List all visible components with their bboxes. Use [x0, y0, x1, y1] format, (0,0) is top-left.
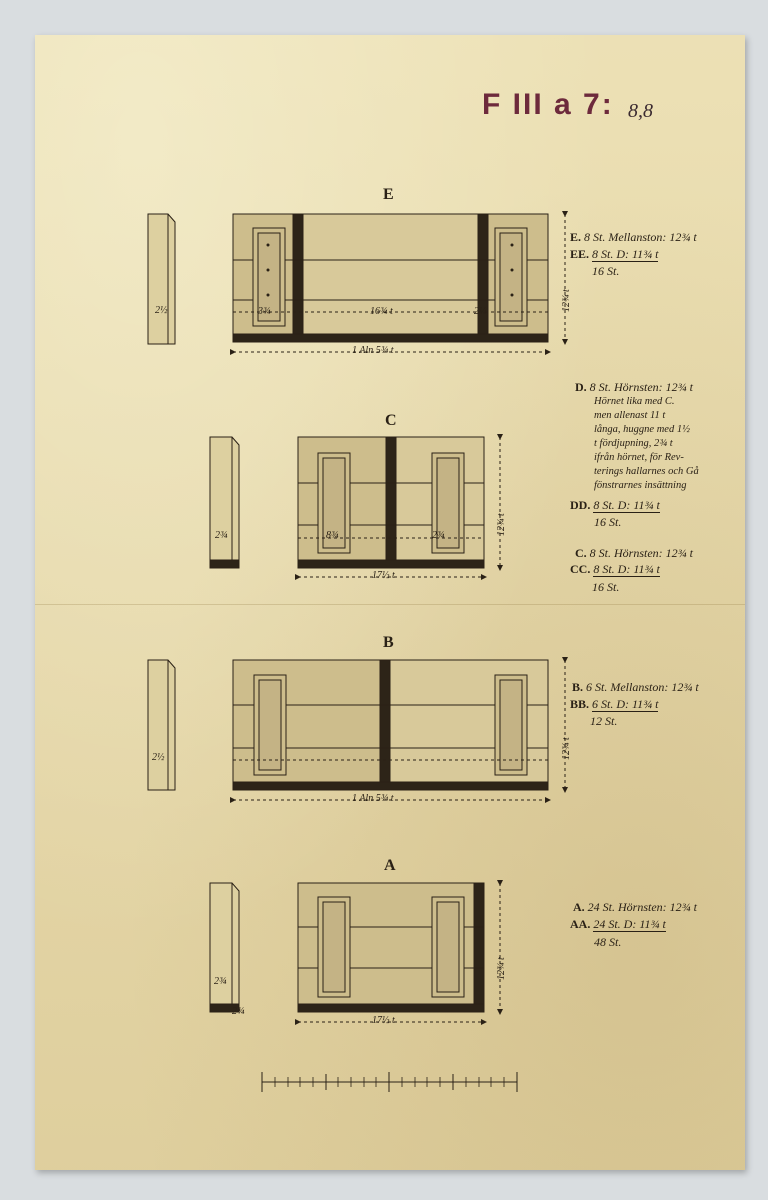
figure-e-label: E: [383, 186, 394, 203]
figure-b-width-dim: 1 Aln 5¾ t: [352, 793, 394, 804]
note-e-total: 16 St.: [592, 264, 620, 278]
note-d-label1: D.: [575, 380, 587, 394]
figure-e-right-inner-dim: 2¼: [474, 306, 487, 317]
note-d-total: 16 St.: [594, 515, 622, 529]
note-b-label1: B.: [572, 680, 584, 694]
note-b-text2: 6 St. D: 11¾ t: [592, 697, 659, 712]
note-c-label1: C.: [575, 546, 587, 560]
fold-line: [35, 604, 745, 605]
figure-c: [209, 434, 503, 580]
note-b-text1: 6 St. Mellanston: 12¾ t: [586, 680, 699, 694]
figure-e-width-dim: 1 Aln 5¾ t: [352, 345, 394, 356]
figure-e-left-inner-dim: 3¾: [258, 306, 271, 317]
figure-e: [147, 211, 568, 355]
figure-b-label: B: [383, 634, 394, 651]
note-b-line1: B. 6 St. Mellanston: 12¾ t: [572, 680, 699, 695]
archive-number: 8,8: [628, 100, 653, 122]
note-a-line1: A. 24 St. Hörnsten: 12¾ t: [573, 900, 697, 915]
note-e-label2: EE.: [570, 247, 590, 261]
figure-a-side-view: [209, 882, 240, 1013]
note-c-line1: C. 8 St. Hörnsten: 12¾ t: [575, 546, 693, 561]
note-d-line1: D. 8 St. Hörnsten: 12¾ t: [575, 380, 693, 395]
figure-a-width-dim: 17½ t: [372, 1015, 395, 1026]
note-c-line2: CC. 8 St. D: 11¾ t: [570, 562, 660, 577]
note-c-total: 16 St.: [592, 580, 620, 594]
note-d-desc6: terings hallarnes och Gå: [594, 466, 699, 477]
figure-a-corner-dim: 2¾: [232, 1006, 245, 1017]
note-e-text1: 8 St. Mellanston: 12¾ t: [584, 230, 697, 244]
figure-b-height-dim: 12¾ t: [561, 737, 572, 760]
note-b-line2: BB. 6 St. D: 11¾ t: [570, 697, 659, 712]
note-a-text1: 24 St. Hörnsten: 12¾ t: [587, 900, 698, 914]
figure-c-right-inner-dim: 2¾: [432, 530, 445, 541]
figure-c-side-view: [209, 436, 240, 569]
note-b-total: 12 St.: [590, 714, 618, 728]
note-a-total: 48 St.: [594, 935, 622, 949]
note-e-label1: E.: [570, 230, 582, 244]
note-d-desc4: t fördjupning, 2¾ t: [594, 438, 673, 449]
note-d-text1: 8 St. Hörnsten: 12¾ t: [589, 380, 694, 394]
note-e-line1: E. 8 St. Mellanston: 12¾ t: [570, 230, 697, 245]
note-a-label2: AA.: [570, 917, 591, 931]
figure-e-middle-dim: 16¾ t: [370, 306, 393, 317]
figure-e-height-dim: 12¾ t: [561, 289, 572, 312]
scale-bar: [261, 1072, 518, 1092]
figure-c-left-inner-dim: 8¾: [326, 530, 339, 541]
note-c-text1: 8 St. Hörnsten: 12¾ t: [589, 546, 694, 560]
note-a-line2: AA. 24 St. D: 11¾ t: [570, 917, 666, 932]
note-a-text2: 24 St. D: 11¾ t: [593, 917, 666, 932]
note-d-desc2: men allenast 11 t: [594, 410, 666, 421]
note-d-label2: DD.: [570, 498, 591, 512]
note-d-line2: DD. 8 St. D: 11¾ t: [570, 498, 660, 513]
note-c-text2: 8 St. D: 11¾ t: [593, 562, 660, 577]
note-e-line2: EE. 8 St. D: 11¾ t: [570, 247, 659, 262]
figure-c-height-dim: 12¾ t: [496, 513, 507, 536]
note-b-label2: BB.: [570, 697, 590, 711]
figure-c-width-dim: 17½ t: [372, 570, 395, 581]
figure-c-label: C: [385, 412, 397, 429]
note-d-desc5: ifrån hörnet, för Rev-: [594, 452, 684, 463]
figure-c-side-dim: 2¾: [215, 530, 228, 541]
note-a-label1: A.: [573, 900, 585, 914]
figure-e-side-dim: 2½: [155, 305, 168, 316]
note-d-text2: 8 St. D: 11¾ t: [593, 498, 660, 513]
figure-e-side-view: [147, 213, 176, 345]
figure-a-side-dim: 2¾: [214, 976, 227, 987]
figure-b-side-view: [147, 659, 176, 791]
figure-b-side-dim: 2½: [152, 752, 165, 763]
note-c-label2: CC.: [570, 562, 591, 576]
note-d-desc1: Hörnet lika med C.: [594, 396, 675, 407]
figure-a-label: A: [384, 857, 396, 874]
figure-b: [147, 657, 568, 803]
note-d-desc3: långa, huggne med 1½: [594, 424, 690, 435]
note-d-desc7: fönstrarnes insättning: [594, 480, 687, 491]
figure-a-height-dim: 12¾ t: [496, 957, 507, 980]
note-e-text2: 8 St. D: 11¾ t: [592, 247, 659, 262]
figure-a: [209, 880, 503, 1025]
archive-stamp: F III a 7:: [482, 88, 614, 121]
